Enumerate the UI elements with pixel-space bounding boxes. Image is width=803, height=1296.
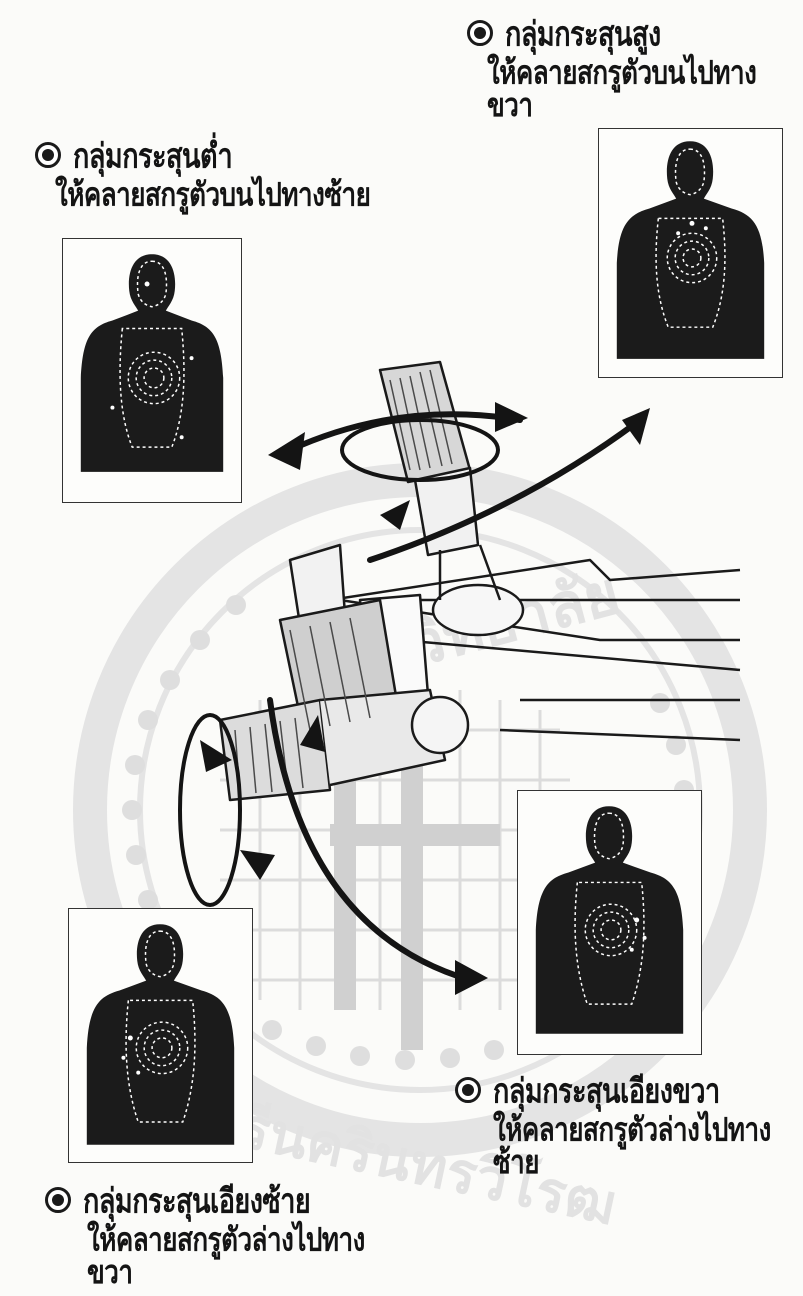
- target-left-group: [68, 908, 253, 1163]
- bullet-icon: [467, 20, 493, 46]
- silhouette-target-icon: [535, 806, 684, 1034]
- target-high-group: [598, 128, 783, 378]
- caption-left-group: กลุ่มกระสุนเอียงซ้าย ให้คลายสกรูตัวล่างไ…: [45, 1182, 405, 1289]
- caption-title: กลุ่มกระสุนเอียงขวา: [493, 1072, 720, 1112]
- caption-title: กลุ่มกระสุนต่ำ: [73, 137, 233, 177]
- caption-title: กลุ่มกระสุนสูง: [505, 15, 661, 55]
- caption-high-group: กลุ่มกระสุนสูง ให้คลายสกรูตัวบนไปทางขวา: [467, 15, 797, 122]
- caption-instruction: ให้คลายสกรูตัวบนไปทางซ้าย: [55, 176, 371, 214]
- caption-low-group: กลุ่มกระสุนต่ำ ให้คลายสกรูตัวบนไปทางซ้าย: [35, 137, 415, 212]
- silhouette-target-icon: [80, 254, 224, 472]
- bullet-icon: [45, 1187, 71, 1213]
- bullet-icon: [35, 142, 61, 168]
- caption-right-group: กลุ่มกระสุนเอียงขวา ให้คลายสกรูตัวล่างไป…: [455, 1072, 795, 1179]
- caption-instruction: ให้คลายสกรูตัวล่างไปทางขวา: [87, 1221, 365, 1292]
- silhouette-target-icon: [86, 924, 235, 1145]
- target-right-group: [517, 790, 702, 1055]
- target-low-group: [62, 238, 242, 503]
- bullet-icon: [455, 1077, 481, 1103]
- caption-title: กลุ่มกระสุนเอียงซ้าย: [83, 1182, 311, 1222]
- caption-instruction: ให้คลายสกรูตัวล่างไปทางซ้าย: [493, 1111, 771, 1182]
- caption-instruction: ให้คลายสกรูตัวบนไปทางขวา: [487, 54, 757, 125]
- silhouette-target-icon: [616, 141, 765, 359]
